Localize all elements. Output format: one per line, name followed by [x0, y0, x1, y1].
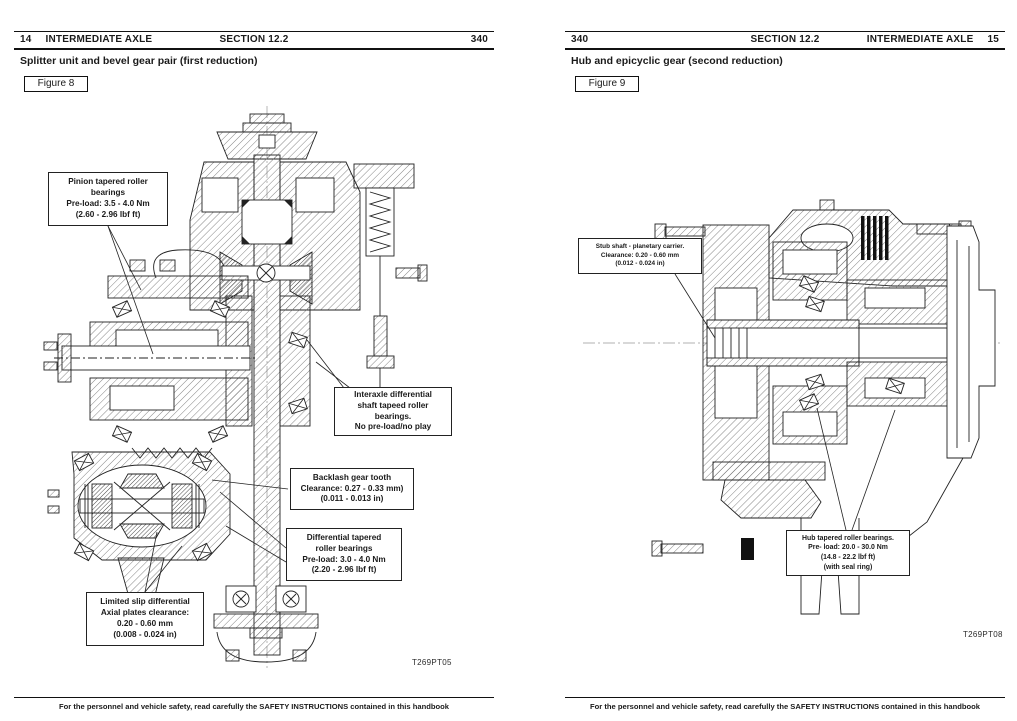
left-header-ref: 340	[470, 34, 488, 45]
callout-backlash-gear-tooth: Backlash gear tooth Clearance: 0.27 - 0.…	[290, 468, 414, 510]
callout-differential-bearings: Differential tapered roller bearings Pre…	[286, 528, 402, 581]
figure-8-code: T269PT05	[412, 658, 452, 667]
callout-limited-slip-differential: Limited slip differential Axial plates c…	[86, 592, 204, 646]
left-page-header: 14 INTERMEDIATE AXLE SECTION 12.2 340	[14, 31, 494, 50]
figure-9-diagram	[565, 180, 1005, 640]
brake-stack	[861, 216, 889, 260]
left-page: 14 INTERMEDIATE AXLE SECTION 12.2 340 Sp…	[14, 0, 494, 721]
right-page-number: 15	[987, 34, 1000, 45]
right-page-footer: For the personnel and vehicle safety, re…	[565, 697, 1005, 711]
left-page-number: 14	[20, 34, 32, 45]
right-header-section: SECTION 12.2	[750, 34, 820, 45]
figure-8-diagram	[14, 100, 494, 685]
figure-9-code: T269PT08	[963, 630, 1003, 639]
right-page-header: 340 SECTION 12.2 INTERMEDIATE AXLE 15	[565, 31, 1005, 50]
callout-interaxle-differential: Interaxle differential shaft tapeed roll…	[334, 387, 452, 437]
left-header-title: INTERMEDIATE AXLE	[45, 34, 153, 45]
figure-8-leader-lines	[107, 225, 351, 593]
callout-stub-shaft-clearance: Stub shaft - planetary carrier. Clearanc…	[578, 238, 702, 274]
right-header-ref: 340	[571, 34, 589, 45]
callout-pinion-bearings: Pinion tapered roller bearings Pre-load:…	[48, 172, 168, 226]
figure-9-leader-lines	[674, 273, 896, 531]
right-page: 340 SECTION 12.2 INTERMEDIATE AXLE 15 Hu…	[565, 0, 1005, 721]
left-page-subtitle: Splitter unit and bevel gear pair (first…	[20, 55, 258, 67]
figure-9-label: Figure 9	[575, 76, 639, 92]
right-page-subtitle: Hub and epicyclic gear (second reduction…	[571, 55, 783, 67]
right-header-title: INTERMEDIATE AXLE	[866, 34, 974, 45]
left-header-section: SECTION 12.2	[219, 34, 289, 45]
figure-8-label: Figure 8	[24, 76, 88, 92]
left-page-footer: For the personnel and vehicle safety, re…	[14, 697, 494, 711]
callout-hub-bearings: Hub tapered roller bearings. Pre- load: …	[786, 530, 910, 576]
